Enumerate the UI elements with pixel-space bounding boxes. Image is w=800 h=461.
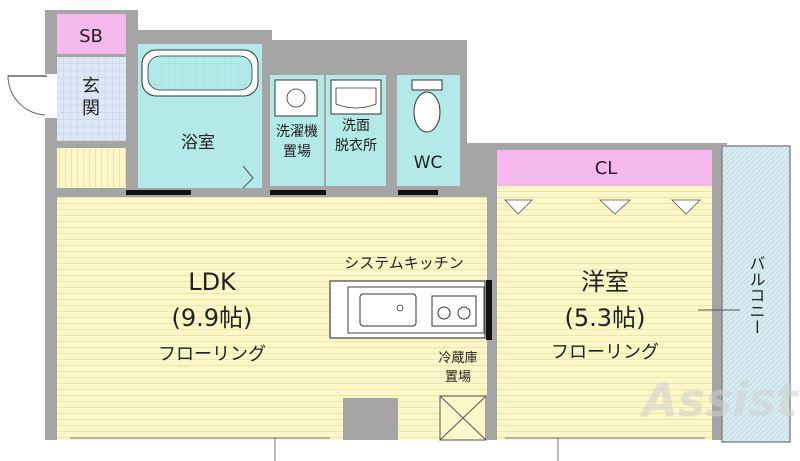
- wc-label: WC: [414, 153, 443, 173]
- closet-door-2: [598, 199, 632, 215]
- ldk-floor: フローリング: [158, 344, 266, 365]
- genkan-label-2: 関: [82, 98, 100, 119]
- washroom-label-1: 洗面: [342, 118, 370, 134]
- washer-pan: [274, 79, 318, 117]
- stove-burner-left: [437, 306, 451, 320]
- washbasin-bowl: [335, 87, 377, 109]
- sb-label: SB: [79, 26, 103, 47]
- ldk-notch: [343, 398, 398, 440]
- stove-burner-right: [457, 306, 471, 320]
- bathtub-inner: [147, 55, 253, 91]
- assist-watermark: Assist: [639, 373, 800, 427]
- entrance-door-gap: [45, 74, 57, 118]
- kitchen-faucet: [396, 304, 404, 312]
- kitchen-label: システムキッチン: [344, 254, 464, 272]
- door-wc: [398, 190, 438, 195]
- western-size: (5.3帖): [565, 304, 646, 332]
- closet-door-1: [504, 199, 533, 215]
- toilet-tank: [411, 79, 443, 91]
- fridge-label-1: 冷蔵庫: [438, 351, 477, 366]
- closet-label: CL: [595, 158, 618, 179]
- kitchen-sink: [359, 293, 417, 327]
- washer-label-2: 置場: [283, 144, 311, 160]
- genkan-label-1: 玄: [82, 76, 100, 97]
- entrance-door-swing: [7, 75, 48, 116]
- genkan-floor: [57, 57, 126, 141]
- bath-label: 浴室: [181, 133, 215, 153]
- ldk-size: (9.9帖): [172, 304, 253, 332]
- kitchen-stove: [431, 295, 477, 327]
- fridge-cross-2: [439, 395, 487, 441]
- toilet-bowl: [413, 91, 441, 133]
- fridge-label-2: 置場: [445, 370, 471, 385]
- corridor-floor: [57, 148, 126, 188]
- closet-room: [497, 150, 712, 186]
- ldk-name: LDK: [188, 268, 237, 296]
- closet-door-3: [671, 199, 701, 215]
- western-name: 洋室: [581, 268, 629, 296]
- washer-drain: [286, 88, 306, 108]
- washer-label-1: 洗濯機: [276, 124, 318, 140]
- bath-door: [242, 165, 254, 189]
- door-bath: [126, 190, 191, 195]
- sb-room: [57, 14, 126, 54]
- western-room: [497, 186, 712, 440]
- door-western: [486, 280, 492, 340]
- balcony-label: バルコニー: [747, 255, 766, 335]
- door-washroom: [270, 190, 326, 195]
- washbasin: [330, 79, 382, 115]
- western-floor: フローリング: [551, 342, 659, 363]
- balcony-area: [721, 145, 791, 443]
- washroom-label-2: 脱衣所: [335, 138, 377, 154]
